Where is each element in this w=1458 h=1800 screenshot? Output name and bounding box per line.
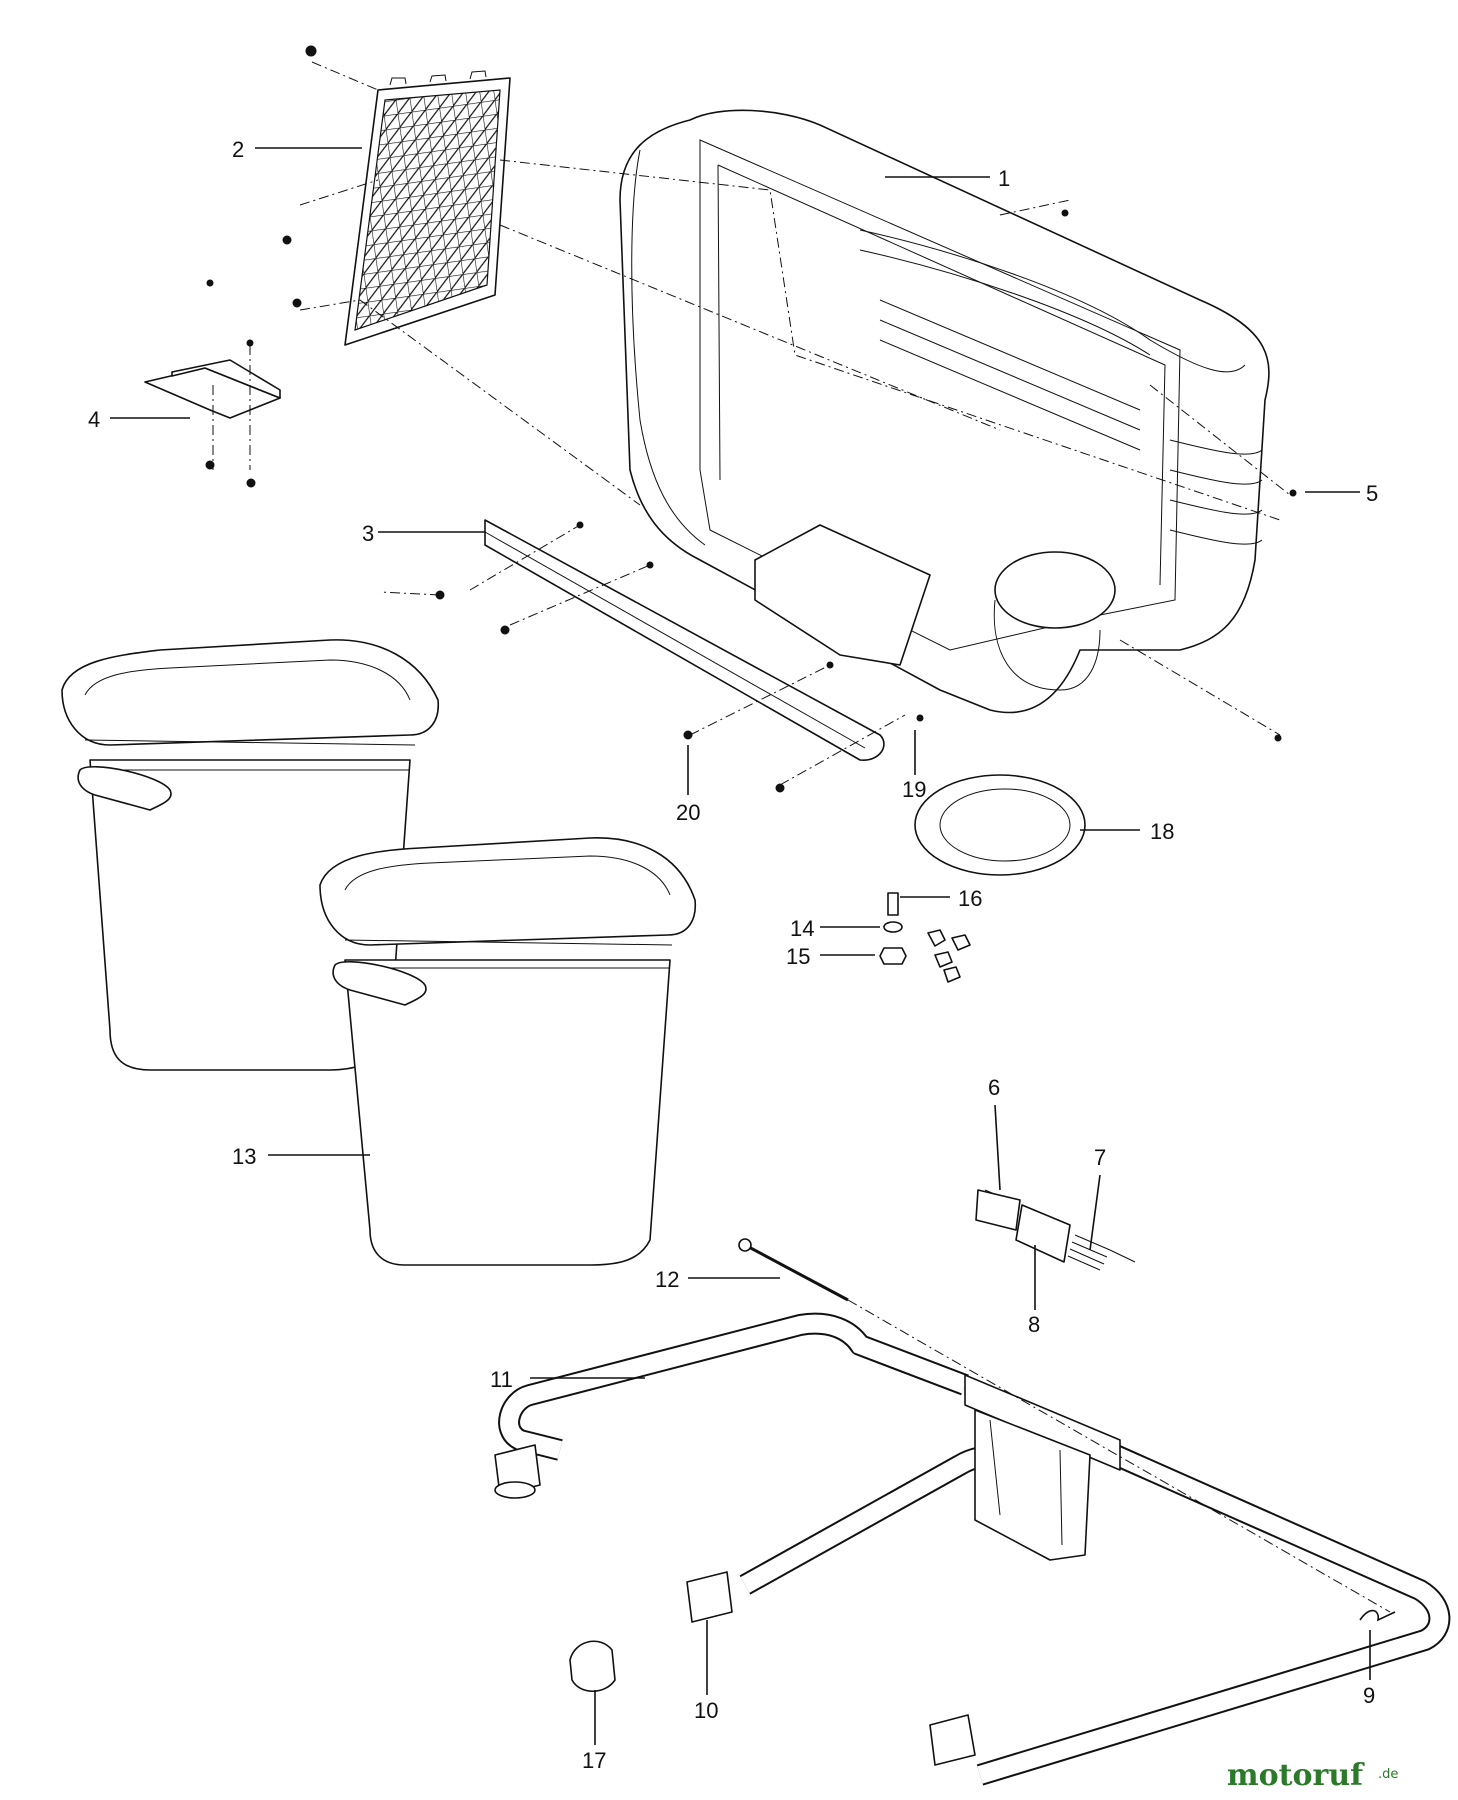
- hardware-cluster: [879, 892, 971, 983]
- watermark: motoruf .de: [1227, 1758, 1398, 1793]
- callout-13: 13: [232, 1144, 256, 1169]
- frame: [498, 1312, 1451, 1786]
- fasteners: [205, 45, 1297, 793]
- callout-15: 15: [786, 944, 810, 969]
- callout-9: 9: [1363, 1683, 1375, 1708]
- spacer: [1015, 1204, 1071, 1263]
- end-cap-mid: [686, 1571, 733, 1623]
- pin: [738, 1238, 849, 1302]
- callout-14: 14: [790, 916, 814, 941]
- callout-3: 3: [362, 521, 374, 546]
- bin-rear: [61, 639, 439, 1071]
- screen-panel: [344, 70, 511, 346]
- callout-6: 6: [988, 1075, 1000, 1100]
- watermark-suffix: .de: [1378, 1767, 1398, 1782]
- callout-10: 10: [694, 1698, 718, 1723]
- spring-left: [975, 1189, 1021, 1231]
- callout-16: 16: [958, 886, 982, 911]
- leader-lines: [110, 147, 1371, 1745]
- callout-12: 12: [655, 1267, 679, 1292]
- spring-right: [1067, 1234, 1136, 1271]
- ring: [914, 774, 1086, 876]
- callout-7: 7: [1094, 1145, 1106, 1170]
- callout-17: 17: [582, 1748, 606, 1773]
- callout-11: 11: [490, 1367, 513, 1392]
- callout-8: 8: [1028, 1312, 1040, 1337]
- callout-1: 1: [998, 166, 1010, 191]
- callout-numbers: 1 2 3 4 5 6 7 8 9 10 11 12 13 14 15 16 1…: [88, 137, 1378, 1773]
- rail: [484, 519, 885, 761]
- callout-2: 2: [232, 137, 244, 162]
- bin-front: [319, 837, 697, 1266]
- callout-20: 20: [676, 800, 700, 825]
- assembly-lines: [212, 61, 1391, 1613]
- callout-5: 5: [1366, 481, 1378, 506]
- hairpin-clip: [1359, 1609, 1396, 1622]
- watermark-text: motoruf: [1227, 1758, 1365, 1793]
- loose-cap: [569, 1640, 616, 1693]
- bagger-housing: [619, 109, 1270, 714]
- end-cap-bottom: [929, 1714, 976, 1766]
- end-cap-left: [494, 1444, 541, 1499]
- callout-19: 19: [902, 777, 926, 802]
- callout-4: 4: [88, 407, 100, 432]
- callout-18: 18: [1150, 819, 1174, 844]
